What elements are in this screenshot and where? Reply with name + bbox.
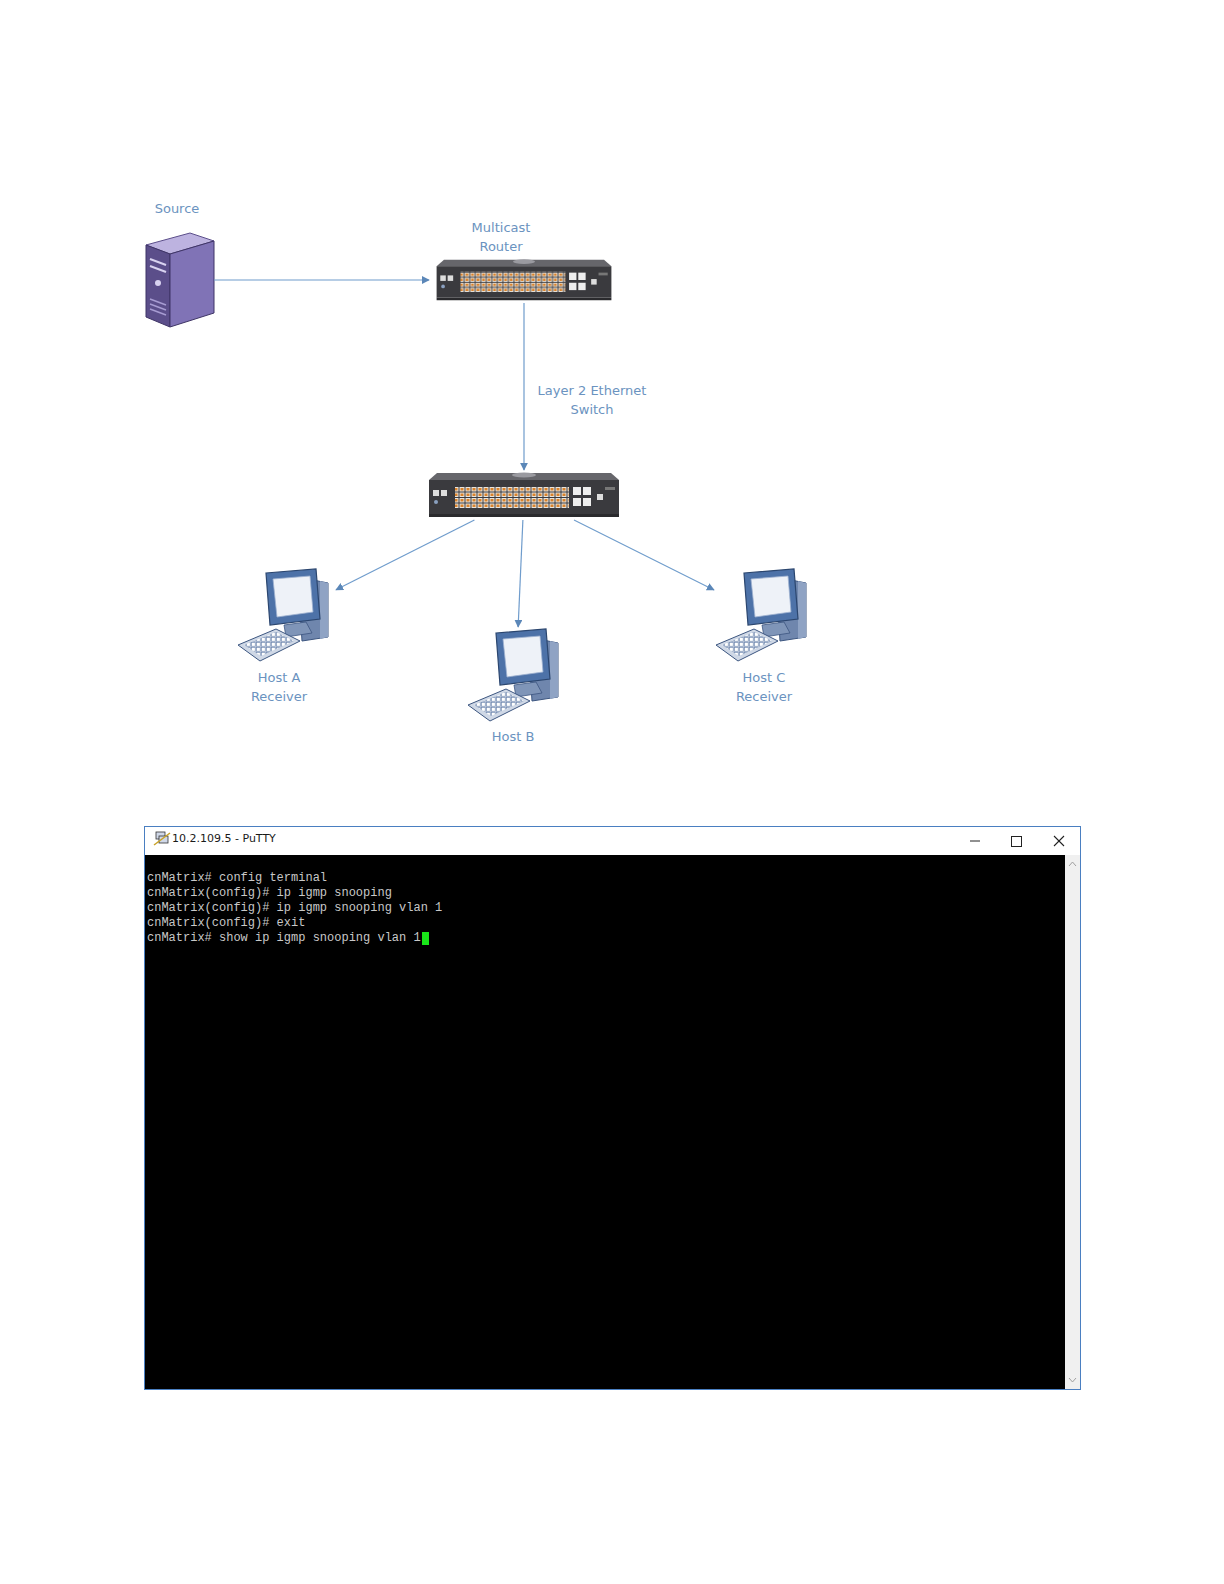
window-title: 10.2.109.5 - PuTTY: [172, 832, 276, 846]
arrow-connector: [574, 520, 714, 590]
minimize-button: [970, 841, 980, 842]
node-caption: Host C Receiver: [724, 668, 804, 706]
computer-icon: [468, 629, 558, 721]
host-node: Host B: [466, 627, 566, 723]
arrow-connector: [518, 520, 523, 627]
node-caption: Host A Receiver: [239, 668, 319, 706]
node-caption: Host B: [473, 727, 553, 746]
terminal-line: cnMatrix(config)# exit: [147, 916, 305, 931]
node-caption: Layer 2 Ethernet Switch: [530, 381, 654, 419]
computer-icon: [238, 569, 328, 661]
server-node: Source: [146, 233, 214, 327]
host-node: Host C Receiver: [714, 567, 814, 663]
node-caption: Source: [132, 199, 222, 218]
close-button: [1054, 836, 1064, 846]
terminal-line: cnMatrix(config)# ip igmp snooping vlan …: [147, 901, 442, 916]
switch-icon: [429, 473, 619, 518]
server-icon: [146, 233, 214, 327]
terminal-line: cnMatrix# show ip igmp snooping vlan 1: [147, 931, 421, 946]
router-icon: [437, 259, 612, 300]
computer-icon: [716, 569, 806, 661]
app-icon: [154, 832, 170, 845]
arrow-connector: [523, 303, 524, 470]
maximize-button: [1012, 837, 1022, 847]
terminal-cursor: [422, 932, 429, 945]
switch-node: Layer 2 Ethernet Switch: [429, 470, 619, 520]
arrow-connector: [214, 279, 429, 280]
terminal-line: cnMatrix# config terminal: [147, 871, 327, 886]
terminal-window: [145, 827, 1081, 1390]
arrow-connector: [336, 520, 474, 590]
router-node: Multicast Router: [429, 257, 619, 303]
terminal-line: cnMatrix(config)# ip igmp snooping: [147, 886, 392, 901]
host-node: Host A Receiver: [236, 567, 336, 663]
node-caption: Multicast Router: [456, 218, 546, 256]
